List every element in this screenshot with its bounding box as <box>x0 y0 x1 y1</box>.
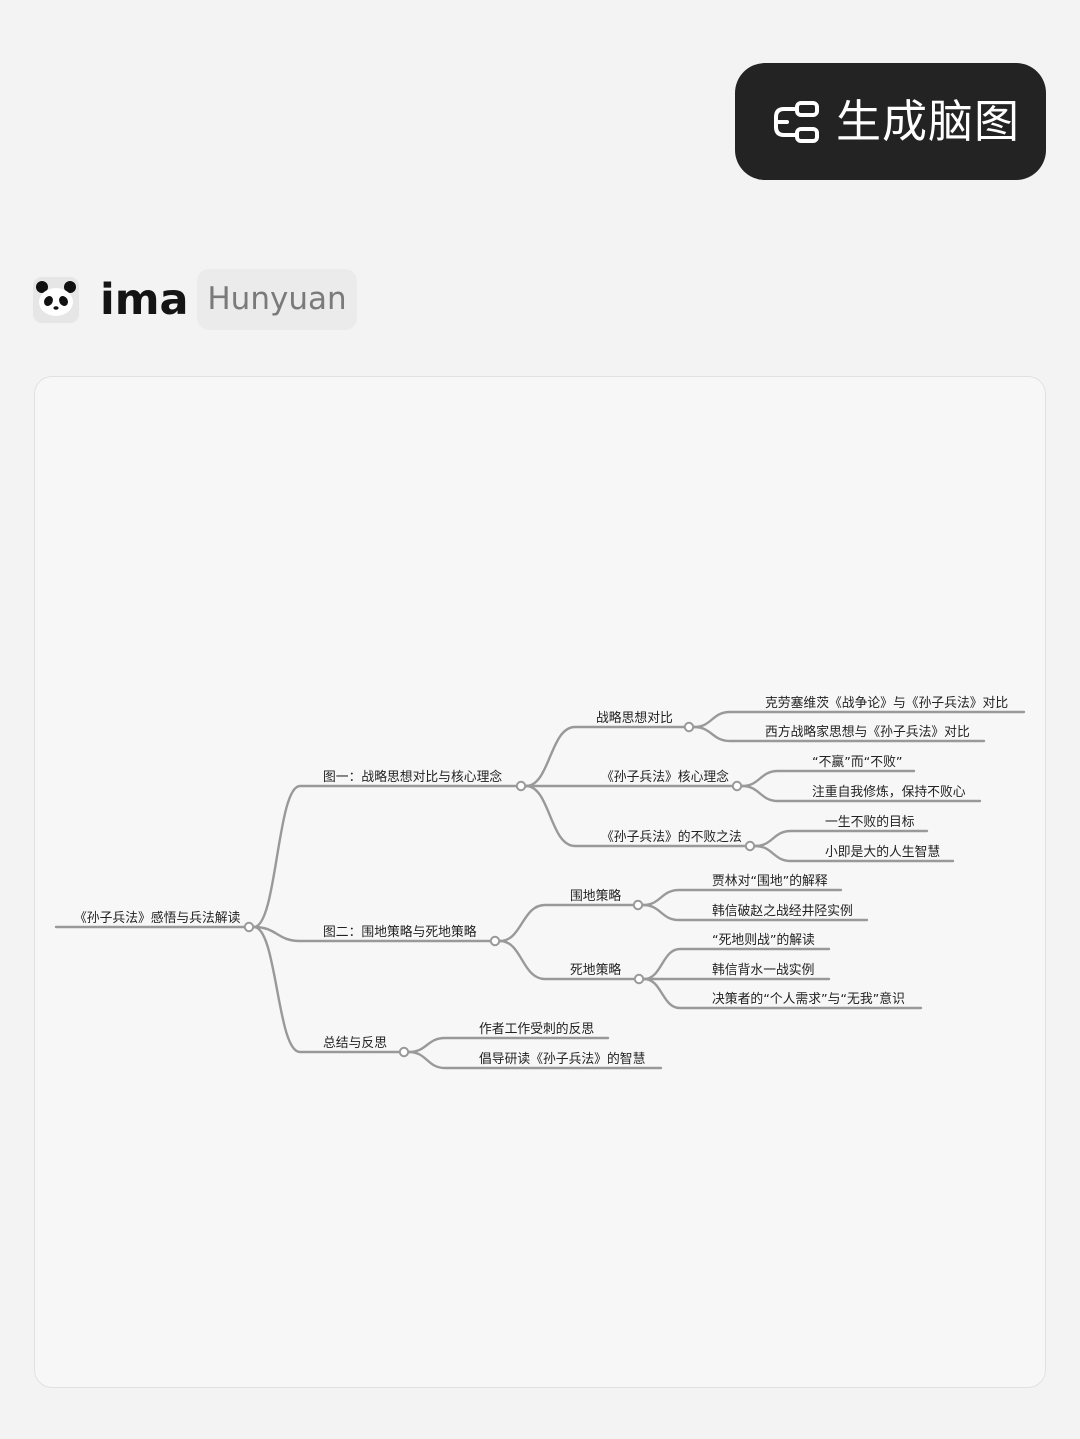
mindmap-edge <box>524 784 747 848</box>
mindmap-edge <box>498 903 635 943</box>
mindmap-node-b2: 图二：围地策略与死地策略 <box>252 924 492 943</box>
mindmap-node-label: 韩信背水一战实例 <box>712 963 814 978</box>
generate-mindmap-label: 生成脑图 <box>836 95 1021 148</box>
mindmap-node-label: 小即是大的人生智慧 <box>825 844 940 860</box>
panda-icon <box>33 277 79 323</box>
mindmap-toggle-dot-b2-c1[interactable] <box>632 899 644 911</box>
mindmap-node-b2-c2-l3: 决策者的“个人需求”与“无我”意识 <box>642 977 923 1010</box>
mindmap-node-b1-c3: 《孙子兵法》的不败之法 <box>524 784 747 848</box>
mindmap-edge <box>407 1036 610 1054</box>
mindmap-toggle-dot-b2-c2[interactable] <box>633 973 645 985</box>
mindmap-toggle-dot-root[interactable] <box>243 921 255 933</box>
mindmap-edge <box>252 925 492 943</box>
mindmap-toggle-dot-b1-c2[interactable] <box>731 780 743 792</box>
mindmap-node-label: 决策者的“个人需求”与“无我”意识 <box>712 991 905 1007</box>
mindmap-edge <box>753 829 929 848</box>
mindmap-node-label: 围地策略 <box>570 888 621 904</box>
mindmap-toggle-dot-b2[interactable] <box>489 935 501 947</box>
mindmap-icon <box>772 100 820 144</box>
mindmap-node-label: 总结与反思 <box>323 1036 387 1051</box>
mindmap-node-label: 战略思想对比 <box>596 710 673 726</box>
app-name: ima <box>100 275 189 325</box>
mindmap-edge <box>498 939 636 981</box>
mindmap-node-label: 死地策略 <box>570 962 621 978</box>
mindmap-node-b1-c1-l1: 克劳塞维茨《战争论》与《孙子兵法》对比 <box>692 695 1026 729</box>
mindmap-node-label: 图一：战略思想对比与核心理念 <box>323 769 502 785</box>
mindmap-edge <box>642 977 923 1010</box>
mindmap-node-b1-c3-l2: 小即是大的人生智慧 <box>753 844 955 863</box>
mindmap-node-label: 倡导研读《孙子兵法》的智慧 <box>479 1051 646 1067</box>
mindmap-edge <box>740 784 982 803</box>
mindmap-node-b2-c1-l2: 韩信破赵之战经井陉实例 <box>641 903 869 922</box>
mindmap-toggle-dot-b1-c3[interactable] <box>744 840 756 852</box>
mindmap-node-b2-c2-l2: 韩信背水一战实例 <box>642 963 831 981</box>
mindmap-node-b1-c1-l2: 西方战略家思想与《孙子兵法》对比 <box>692 724 986 743</box>
mindmap-node-label: 注重自我修炼，保持不败心 <box>812 784 966 800</box>
mindmap-root-label: 《孙子兵法》感悟与兵法解读 <box>74 910 241 926</box>
mindmap-node-b2-c1-l1: 贾林对“围地”的解释 <box>641 873 843 907</box>
mindmap-edge <box>252 925 401 1054</box>
mindmap-edge <box>407 1050 663 1070</box>
mindmap-edge <box>641 888 843 907</box>
mindmap-node-label: 一生不败的目标 <box>825 814 915 830</box>
model-badge: Hunyuan <box>197 269 357 330</box>
mindmap-node-b3-l1: 作者工作受刺的反思 <box>407 1021 610 1054</box>
mindmap-node-label: “死地则战”的解读 <box>712 932 815 948</box>
mindmap-node-label: 西方战略家思想与《孙子兵法》对比 <box>765 724 970 740</box>
mindmap-node-b3: 总结与反思 <box>252 925 401 1054</box>
mindmap-toggle-dot-b1-c1[interactable] <box>683 721 695 733</box>
mindmap-node-label: 《孙子兵法》的不败之法 <box>601 829 742 845</box>
mindmap-card: 《孙子兵法》感悟与兵法解读 图一：战略思想对比与核心理念 战略思想对比 克劳塞维… <box>34 376 1046 1388</box>
mindmap-node-b1-c3-l1: 一生不败的目标 <box>753 814 929 848</box>
generate-mindmap-button[interactable]: 生成脑图 <box>735 63 1046 180</box>
mindmap-node-b1: 图一：战略思想对比与核心理念 <box>252 769 518 929</box>
mindmap-node-label: 图二：围地策略与死地策略 <box>323 924 477 940</box>
mindmap-node-b1-c1: 战略思想对比 <box>524 710 686 788</box>
mindmap-node-b2-c1: 围地策略 <box>498 888 635 943</box>
mindmap-edge <box>753 844 955 863</box>
mindmap-node-b3-l2: 倡导研读《孙子兵法》的智慧 <box>407 1050 663 1070</box>
mindmap-node-b1-c2-l1: “不赢”而“不败” <box>740 754 916 788</box>
mindmap-edge <box>641 903 869 922</box>
mindmap-toggle-dot-b3[interactable] <box>398 1046 410 1058</box>
mindmap-edge <box>252 784 518 929</box>
mindmap-canvas: 《孙子兵法》感悟与兵法解读 图一：战略思想对比与核心理念 战略思想对比 克劳塞维… <box>54 695 1026 1070</box>
mindmap-node-label: 作者工作受刺的反思 <box>479 1021 594 1037</box>
mindmap-toggle-dot-b1[interactable] <box>515 780 527 792</box>
mindmap-node-b1-c2: 《孙子兵法》核心理念 <box>524 769 734 788</box>
mindmap-edge <box>524 725 686 788</box>
mindmap-node-label: 克劳塞维茨《战争论》与《孙子兵法》对比 <box>765 695 1008 711</box>
mindmap-node-label: 贾林对“围地”的解释 <box>712 873 828 889</box>
mindmap-node-label: 韩信破赵之战经井陉实例 <box>712 904 853 919</box>
mindmap-node-b2-c2: 死地策略 <box>498 939 636 981</box>
mindmap-node-b1-c2-l2: 注重自我修炼，保持不败心 <box>740 784 982 803</box>
mindmap-node-label: “不赢”而“不败” <box>812 754 903 770</box>
mindmap-root: 《孙子兵法》感悟与兵法解读 <box>54 910 246 929</box>
mindmap-edge <box>692 725 986 743</box>
mindmap-edge <box>740 769 916 788</box>
mindmap-node-label: 《孙子兵法》核心理念 <box>601 769 729 785</box>
